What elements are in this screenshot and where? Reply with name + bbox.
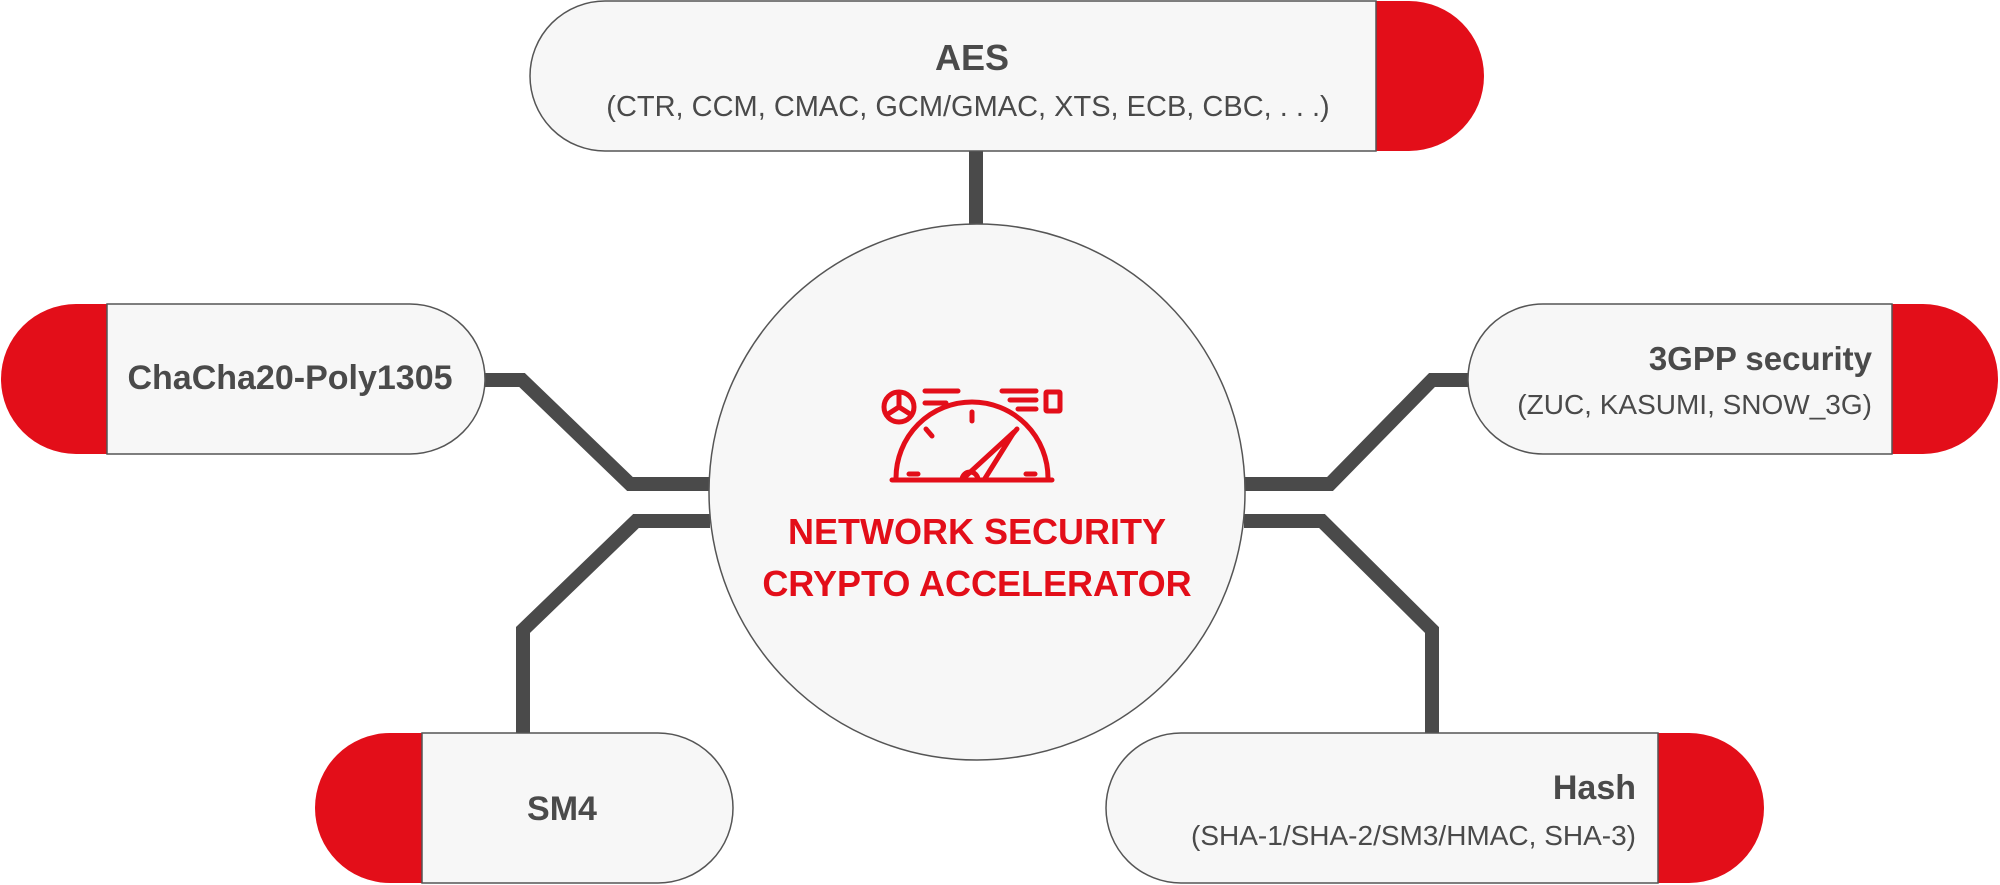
node-3gpp-subtitle: (ZUC, KASUMI, SNOW_3G) (1517, 389, 1872, 420)
node-chacha-body (106, 303, 486, 455)
center-title-line2: CRYPTO ACCELERATOR (762, 563, 1191, 604)
node-sm4: SM4 (315, 732, 734, 884)
center-title-line1: NETWORK SECURITY (788, 511, 1166, 552)
node-hash-body (1105, 732, 1659, 884)
center-circle (708, 223, 1246, 761)
connector-hash (1244, 514, 1439, 733)
node-chacha: ChaCha20-Poly1305 (1, 303, 486, 455)
node-hash: Hash (SHA-1/SHA-2/SM3/HMAC, SHA-3) (1105, 732, 1764, 884)
node-hash-title: Hash (1553, 769, 1636, 807)
connector-sm4 (516, 514, 710, 733)
node-hash-subtitle: (SHA-1/SHA-2/SM3/HMAC, SHA-3) (1191, 820, 1636, 851)
node-sm4-body (421, 732, 734, 884)
node-aes-subtitle: (CTR, CCM, CMAC, GCM/GMAC, XTS, ECB, CBC… (606, 91, 1329, 123)
connector-chacha (485, 373, 710, 491)
center-hub: NETWORK SECURITY CRYPTO ACCELERATOR (708, 223, 1246, 761)
node-aes-title: AES (935, 37, 1009, 78)
node-aes-body (529, 0, 1377, 152)
connector-3gpp (1244, 373, 1469, 491)
node-3gpp: 3GPP security (ZUC, KASUMI, SNOW_3G) (1467, 303, 1998, 455)
connectors (485, 150, 1469, 733)
node-sm4-title: SM4 (527, 790, 597, 828)
node-3gpp-body (1467, 303, 1893, 455)
node-aes: AES (CTR, CCM, CMAC, GCM/GMAC, XTS, ECB,… (529, 0, 1484, 152)
speedometer-icon (881, 388, 1063, 483)
node-chacha-title: ChaCha20-Poly1305 (127, 359, 452, 397)
node-3gpp-title: 3GPP security (1649, 340, 1873, 377)
